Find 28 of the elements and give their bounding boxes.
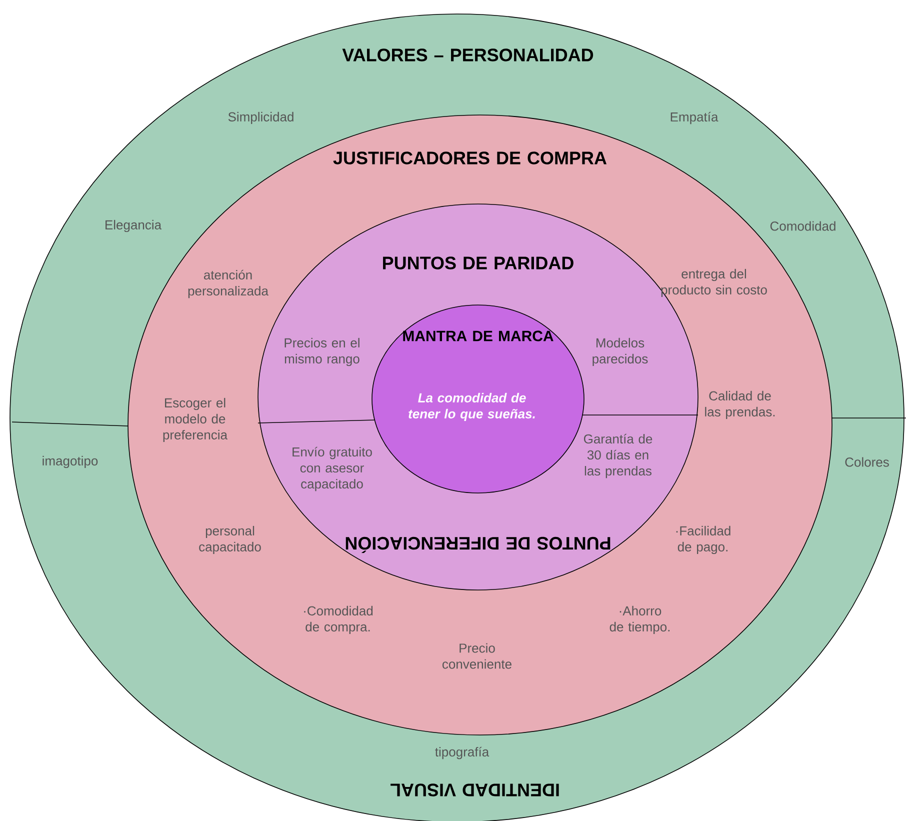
ring-heading: MANTRA DE MARCA xyxy=(403,330,554,342)
ellipse-ring xyxy=(372,304,584,494)
ring-item-text: Modelos parecidos xyxy=(592,338,648,366)
ring-item-text: Elegancia xyxy=(106,220,162,232)
ring-item-text: Precios en el mismo rango xyxy=(284,338,360,366)
ring-item-text: ·Comodidad de compra. xyxy=(304,606,373,634)
ring-item-text: Precio conveniente xyxy=(442,643,512,669)
ring-item-text: ·Facilidad de pago. xyxy=(676,526,730,554)
ring-item-text: Empatía xyxy=(670,112,718,124)
ring-item-text: imagotipo xyxy=(42,456,98,468)
ring-item-text: Garantía de 30 días en las prendas xyxy=(584,434,652,478)
ring-item-text: Calidad de las prendas. xyxy=(705,390,775,420)
ring-item-text: Colores xyxy=(845,457,889,467)
ring-item-text: ·Ahorro de tiempo. xyxy=(610,606,670,634)
ring-heading: JUSTIFICADORES DE COMPRA xyxy=(333,152,607,164)
ring-heading: PUNTOS DE DIFERENCIACIÓN xyxy=(346,536,610,554)
ring-item-text: atención personalizada xyxy=(188,270,268,298)
ring-item-text: Escoger el modelo de preferencia xyxy=(163,398,228,442)
ring-item-text: tipografía xyxy=(435,746,490,760)
ring-heading: VALORES – PERSONALIDAD xyxy=(342,48,594,62)
ring-heading: IDENTIDAD VISUAL xyxy=(390,784,559,796)
ring-heading: PUNTOS DE PARIDAD xyxy=(383,256,574,270)
mantra-text: La comodidad de tener lo que sueñas. xyxy=(408,392,535,422)
ring-item-text: Envío gratuito con asesor capacitado xyxy=(292,446,372,492)
ring-item-text: personal capacitado xyxy=(199,526,261,554)
ring-item-text: Comodidad xyxy=(770,221,836,231)
ring-item-text: entrega del producto sin costo xyxy=(661,268,767,298)
ring-item-text: Simplicidad xyxy=(228,112,294,124)
